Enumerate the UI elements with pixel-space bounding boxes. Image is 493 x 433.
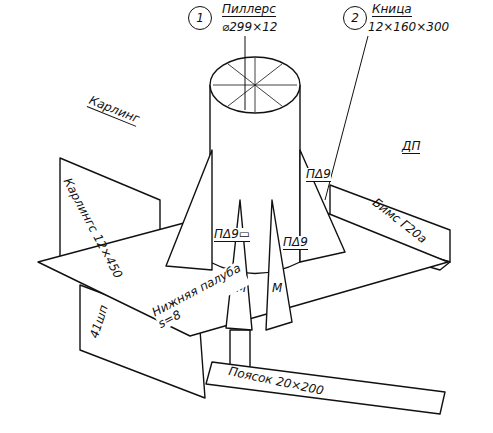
callout-circle: 2 bbox=[343, 6, 367, 30]
callout-number: 2 bbox=[351, 11, 359, 25]
flange-strip bbox=[206, 362, 445, 414]
drawing-label: М bbox=[272, 282, 282, 295]
bracket-left bbox=[166, 150, 212, 270]
pillar-top bbox=[210, 57, 300, 113]
drawing-label: Кница bbox=[372, 3, 412, 17]
center-lines bbox=[213, 58, 297, 112]
callout-circle: 1 bbox=[188, 6, 212, 30]
bracket-front-right bbox=[266, 200, 292, 330]
drawing-label: Пиллерс bbox=[222, 3, 276, 17]
callout-number: 1 bbox=[196, 11, 204, 25]
drawing-label: ПΔ9▭ bbox=[214, 228, 250, 242]
drawing-label: 12×160×300 bbox=[368, 21, 449, 34]
drawing-label: ДП bbox=[402, 140, 420, 154]
drawing-label: ⌀299×12 bbox=[222, 21, 277, 34]
leader-lines bbox=[245, 36, 368, 200]
drawing-label: ПΔ9 bbox=[283, 236, 308, 250]
drawing-label: ПΔ9 bbox=[306, 168, 331, 182]
drawing-label: Карлинг bbox=[87, 94, 142, 127]
